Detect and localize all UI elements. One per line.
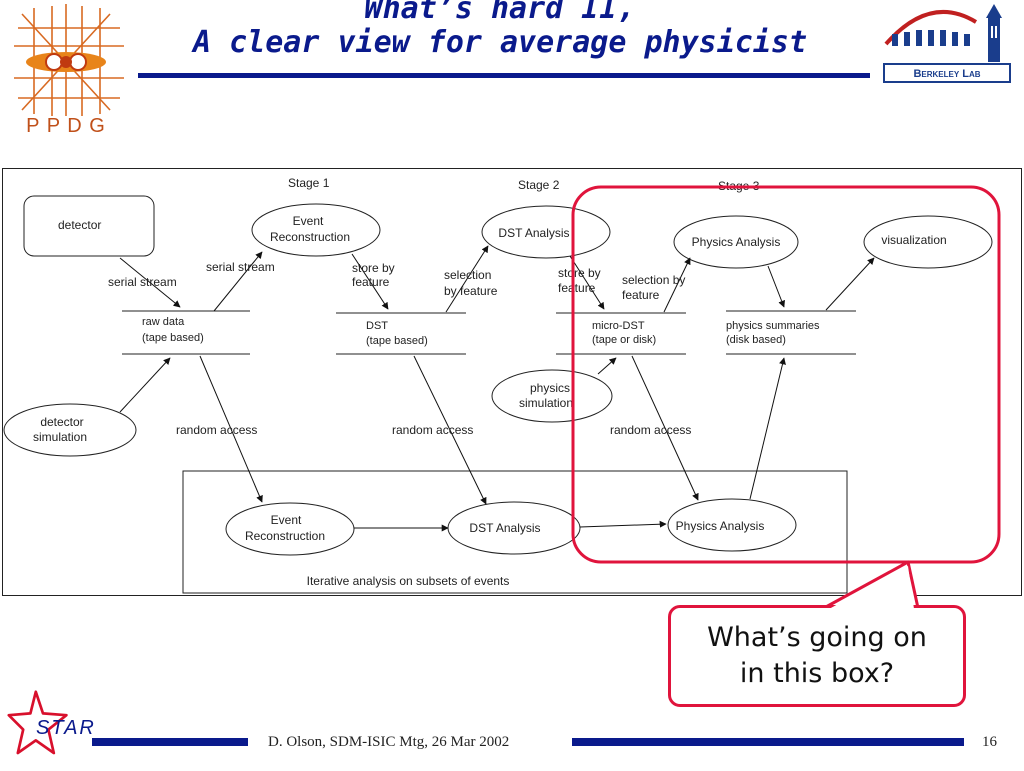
edge-label-random-access-1: random access (176, 423, 257, 437)
edge-raw-to-event-recon-bottom (199, 355, 263, 503)
slide-title: What’s hard II, A clear view for average… (130, 0, 870, 60)
edge-label-selection-by-feature-1a: selection (444, 268, 491, 282)
ppdg-logo-text: P P D G (26, 115, 106, 136)
detector-label: detector (58, 218, 101, 232)
event-reconstruction-bottom-label-1: Event (271, 513, 302, 527)
micro-dst-store-label-2: (tape or disk) (592, 334, 656, 346)
slide-title-line2: A clear view for average physicist (192, 25, 808, 60)
detector-simulation-label-2: simulation (33, 430, 87, 444)
edge-label-selection-by-feature-2b: feature (622, 288, 660, 302)
event-reconstruction-top-label-1: Event (293, 214, 324, 228)
visualization-node (863, 215, 993, 269)
footer-text: D. Olson, SDM-ISIC Mtg, 26 Mar 2002 (268, 734, 510, 750)
stage-1-label: Stage 1 (288, 176, 330, 190)
slide-title-line1: What’s hard II, (364, 0, 636, 26)
dst-analysis-top-label: DST Analysis (498, 226, 569, 240)
diagram-frame (2, 168, 1022, 596)
physics-summaries-store-label-2: (disk based) (726, 334, 786, 346)
physics-simulation-label-2: simulation (519, 396, 573, 410)
footer-bar-left (92, 738, 248, 746)
dst-store-label-2: (tape based) (366, 335, 428, 347)
edge-detector-sim-to-raw (119, 357, 171, 413)
stage-2-label: Stage 2 (518, 178, 560, 192)
physics-analysis-bottom-label: Physics Analysis (676, 519, 765, 533)
callout-text-line2: in this box? (739, 658, 895, 689)
berkeley-lab-text: Berkeley Lab (913, 68, 980, 80)
stage-3-highlight-box (571, 185, 1001, 564)
edge-micro-to-physics-analysis (663, 257, 691, 313)
physics-analysis-top-label: Physics Analysis (692, 235, 781, 249)
callout-text-line1: What’s going on (707, 622, 927, 653)
dst-analysis-bottom-label: DST Analysis (469, 521, 540, 535)
dst-analysis-node-top (481, 205, 611, 259)
edge-physics-sim-to-micro (597, 357, 617, 375)
edge-summaries-to-visualization (825, 257, 875, 311)
title-underline (138, 73, 870, 78)
edge-dst-analysis-to-micro (569, 255, 605, 310)
edge-label-store-by-feature-2b: feature (558, 281, 596, 295)
edge-physics-analysis-bottom-to-summaries (749, 357, 786, 500)
edge-physics-analysis-to-summaries (767, 265, 785, 308)
edge-label-selection-by-feature-1b: by feature (444, 284, 498, 298)
edge-micro-to-physics-analysis-bottom (631, 355, 699, 501)
edge-label-store-by-feature-1b: feature (352, 275, 390, 289)
raw-data-store-label-2: (tape based) (142, 332, 204, 344)
visualization-label: visualization (881, 233, 946, 247)
callout-box: What’s going on in this box? (668, 605, 966, 707)
edge-dst-to-dst-analysis (445, 245, 489, 313)
data-flow-diagram: Stage 1 Stage 2 Stage 3 Iterative analys… (3, 176, 1001, 594)
physics-simulation-label-1: physics (530, 381, 570, 395)
edge-label-serial-stream-right: serial stream (206, 260, 275, 274)
edge-event-recon-to-dst (351, 253, 389, 310)
detector-simulation-node (3, 403, 137, 457)
detector-simulation-label-1: detector (40, 415, 83, 429)
ppdg-logo: P P D G (4, 2, 128, 137)
raw-data-store-label-1: raw data (142, 316, 185, 328)
physics-analysis-node-bottom (667, 498, 797, 552)
edge-raw-to-event-recon (213, 251, 263, 312)
edge-dst-analysis-to-physics-analysis-bottom (579, 520, 667, 528)
iterative-analysis-label: Iterative analysis on subsets of events (307, 574, 510, 588)
edge-label-serial-stream-left: serial stream (108, 275, 177, 289)
star-logo-text: STAR (36, 717, 96, 739)
physics-simulation-node (491, 369, 613, 423)
event-reconstruction-node-top (251, 203, 381, 257)
edge-detector-to-raw (119, 257, 181, 308)
event-reconstruction-bottom-label-2: Reconstruction (245, 529, 325, 543)
edge-dst-to-dst-analysis-bottom (413, 355, 487, 505)
micro-dst-store-label-1: micro-DST (592, 320, 645, 332)
edge-label-selection-by-feature-2a: selection by (622, 273, 685, 287)
edge-label-store-by-feature-2a: store by (558, 266, 601, 280)
detector-node (23, 195, 155, 257)
edge-label-store-by-feature-1a: store by (352, 261, 395, 275)
event-reconstruction-top-label-2: Reconstruction (270, 230, 350, 244)
edge-label-random-access-2: random access (392, 423, 473, 437)
physics-summaries-store-label-1: physics summaries (726, 320, 820, 332)
dst-store-label-1: DST (366, 320, 388, 332)
physics-analysis-node-top (673, 215, 799, 269)
iterative-analysis-box (182, 470, 848, 594)
star-logo: STAR (2, 688, 112, 766)
edge-label-random-access-3: random access (610, 423, 691, 437)
page-number: 16 (982, 734, 997, 750)
event-reconstruction-node-bottom (225, 502, 355, 556)
footer-bar-right (572, 738, 964, 746)
berkeley-lab-logo: Berkeley Lab (880, 0, 1020, 84)
